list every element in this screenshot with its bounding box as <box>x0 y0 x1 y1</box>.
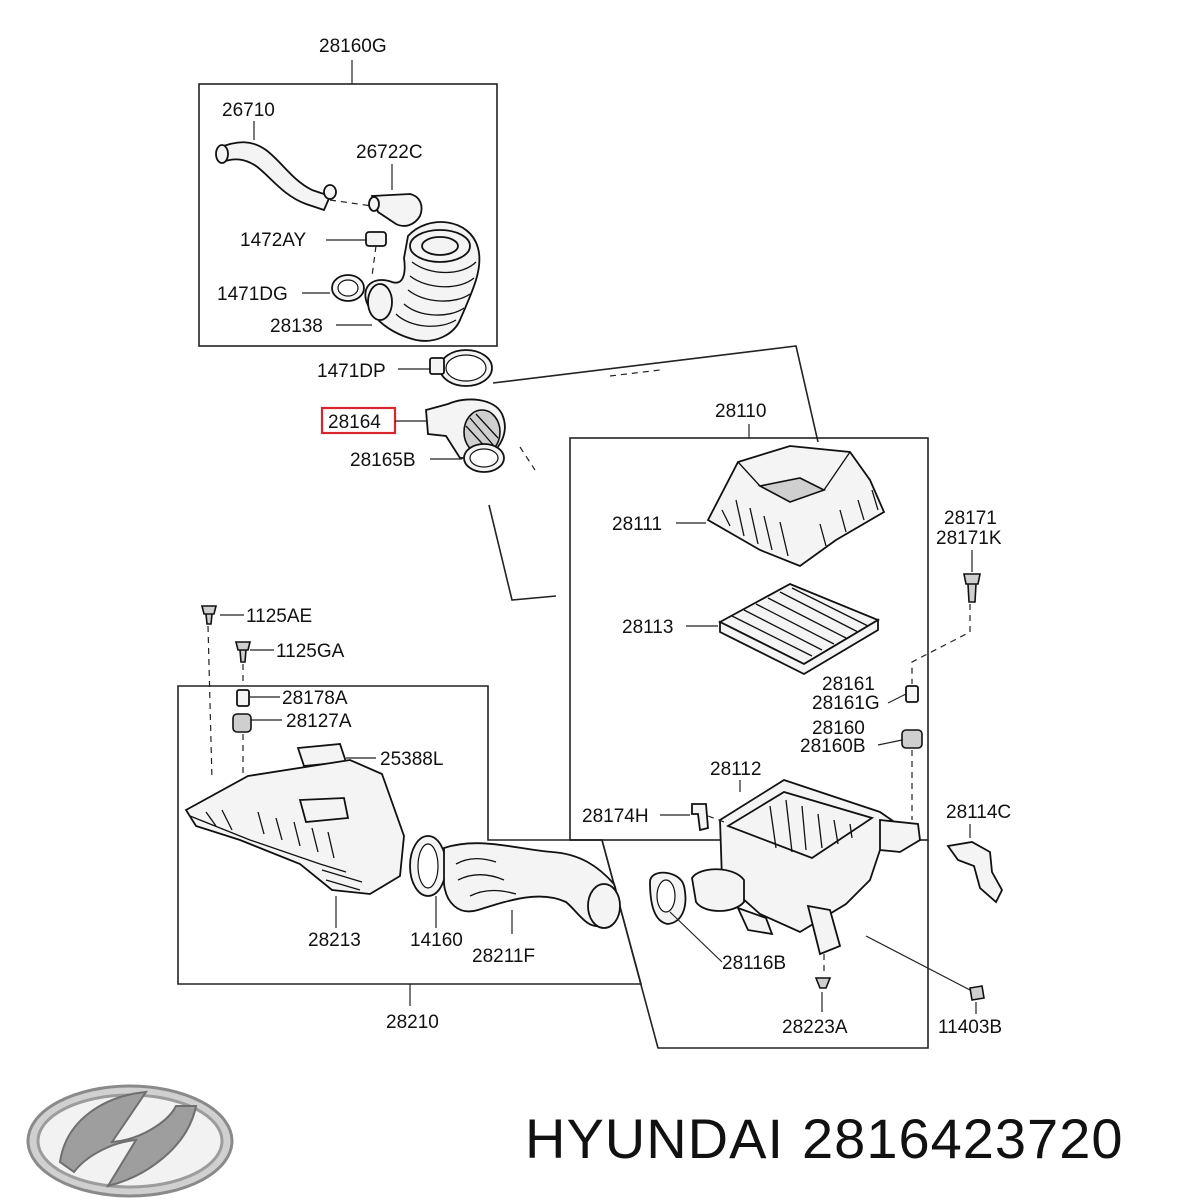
valve-26722C <box>370 193 423 227</box>
label-28164: 28164 <box>328 412 381 433</box>
bolt-28171 <box>963 573 981 603</box>
brand-caption: HYUNDAI 2816423720 <box>525 1106 1141 1171</box>
label-28138: 28138 <box>270 316 323 337</box>
label-1125AE: 1125AE <box>246 606 312 627</box>
brand-name: HYUNDAI <box>525 1107 785 1170</box>
label-28178A: 28178A <box>282 688 348 709</box>
label-28160: 28160 <box>812 718 865 739</box>
bolt-1125GA <box>234 641 252 663</box>
flow-box-outline <box>492 345 819 443</box>
label-25388L: 25388L <box>380 749 443 770</box>
cover-28111 <box>706 445 886 568</box>
label-28210: 28210 <box>386 1012 439 1033</box>
label-11403B: 11403B <box>938 1017 1002 1038</box>
label-28110: 28110 <box>715 401 766 422</box>
bolt-1125AE <box>200 605 218 625</box>
label-28211F: 28211F <box>472 946 535 967</box>
label-26722C: 26722C <box>356 142 423 163</box>
frame-28112-lower <box>570 839 929 1049</box>
part-number: 2816423720 <box>802 1107 1124 1170</box>
label-28165B: 28165B <box>350 450 416 471</box>
label-28161: 28161 <box>822 674 875 695</box>
label-28127A: 28127A <box>286 711 352 732</box>
label-28160G: 28160G <box>319 36 387 57</box>
label-28112: 28112 <box>710 759 761 780</box>
label-28171: 28171 <box>944 508 997 529</box>
bush-28178A <box>236 689 250 707</box>
label-28223A: 28223A <box>782 1017 848 1038</box>
hyundai-logo-icon <box>26 1084 234 1198</box>
frame-28160G <box>198 83 498 347</box>
label-28111: 28111 <box>612 514 662 535</box>
grommet-28160 <box>901 729 923 749</box>
bracket-28114C <box>946 841 1004 904</box>
label-28171K: 28171K <box>936 528 1002 549</box>
filter-28113 <box>718 583 881 666</box>
bolt-11403B <box>969 985 985 1001</box>
label-14160: 14160 <box>410 930 463 951</box>
label-28114C: 28114C <box>946 802 1011 823</box>
hose-26710 <box>216 141 332 212</box>
label-1471DP: 1471DP <box>317 361 386 382</box>
label-1472AY: 1472AY <box>240 230 307 251</box>
grommet-28127A <box>232 713 252 733</box>
label-28116B: 28116B <box>722 953 786 974</box>
clip-28174H <box>691 803 709 832</box>
label-28174H: 28174H <box>582 806 649 827</box>
bolt-28223A <box>814 977 832 989</box>
label-1125GA: 1125GA <box>276 641 345 662</box>
label-28113: 28113 <box>622 617 673 638</box>
label-1471DG: 1471DG <box>217 284 288 305</box>
clip-1472AY <box>365 231 387 247</box>
label-28161G: 28161G <box>812 693 880 714</box>
label-28213: 28213 <box>308 930 361 951</box>
label-26710: 26710 <box>222 100 275 121</box>
label-28160B: 28160B <box>800 736 866 757</box>
bush-28161 <box>905 685 919 703</box>
